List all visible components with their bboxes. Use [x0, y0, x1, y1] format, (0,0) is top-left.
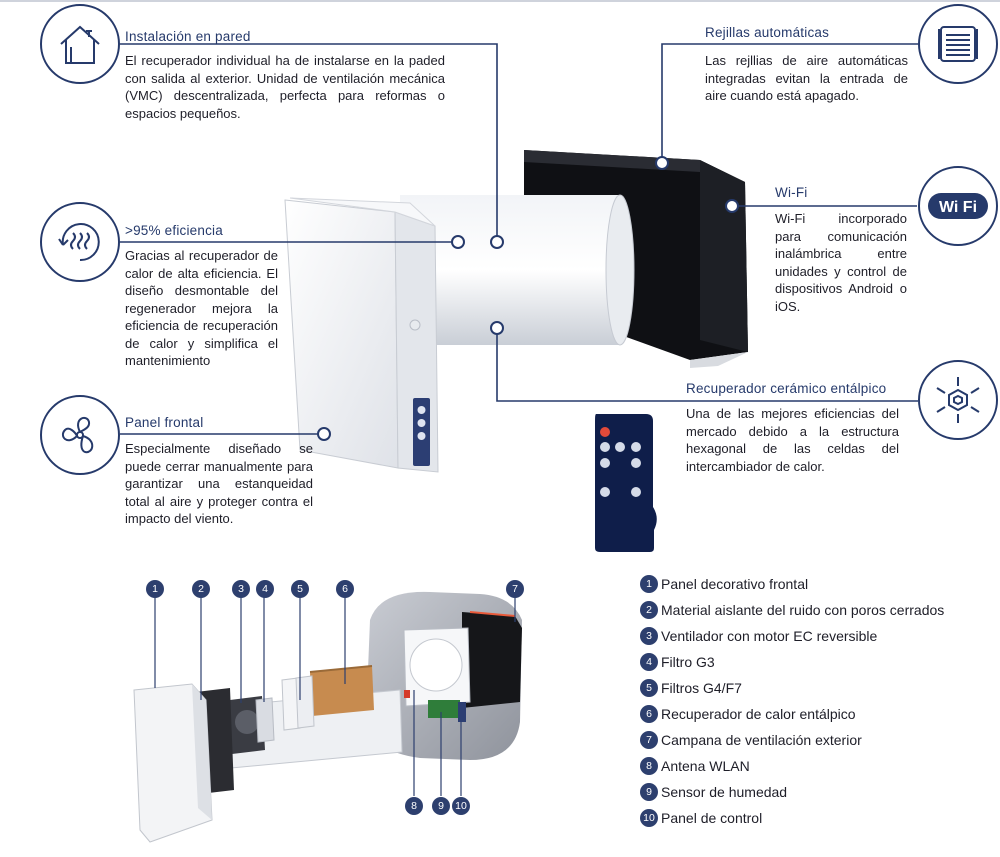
exploded-diagram — [133, 591, 522, 843]
legend-number: 2 — [640, 601, 658, 619]
grilles-text: Las rejllias de aire automáticas integra… — [705, 53, 908, 103]
diagram-badge-4: 4 — [256, 580, 274, 598]
legend-number: 1 — [640, 575, 658, 593]
ceramic-text: Una de las mejores eficiencias del merca… — [686, 406, 899, 474]
wifi-title: Wi-Fi — [775, 185, 808, 200]
legend-label: Antena WLAN — [661, 758, 750, 774]
diagram-badge-1: 1 — [146, 580, 164, 598]
legend-item: 4 Filtro G3 — [640, 652, 715, 672]
wifi-icon: Wi Fi — [918, 166, 998, 246]
legend-number: 9 — [640, 783, 658, 801]
panel-marker — [317, 427, 331, 441]
wall-marker — [490, 235, 504, 249]
legend-label: Panel decorativo frontal — [661, 576, 809, 592]
legend-item: 2 Material aislante del ruido con poros … — [640, 600, 944, 620]
legend-label: Recuperador de calor entálpico — [661, 706, 856, 722]
duct-tube — [400, 194, 635, 346]
wifi-icon-label: Wi Fi — [939, 199, 977, 216]
diagram-badge-6: 6 — [336, 580, 354, 598]
legend-item: 9 Sensor de humedad — [640, 782, 787, 802]
legend-number: 6 — [640, 705, 658, 723]
panel-text: Especialmente diseñado se puede cerrar m… — [125, 441, 313, 526]
legend-label: Ventilador con motor EC reversible — [661, 628, 878, 644]
legend-number: 4 — [640, 653, 658, 671]
wifi-marker — [725, 199, 739, 213]
remote-control — [595, 414, 657, 552]
legend-item: 1 Panel decorativo frontal — [640, 574, 808, 594]
grilles-title: Rejillas automáticas — [705, 25, 830, 40]
legend-item: 7 Campana de ventilación exterior — [640, 730, 862, 750]
front-panel — [284, 197, 439, 473]
efficiency-title: >95% eficiencia — [125, 223, 223, 238]
legend-label: Material aislante del ruido con poros ce… — [661, 602, 945, 618]
legend-label: Filtros G4/F7 — [661, 680, 742, 696]
diagram-badge-8: 8 — [405, 797, 423, 815]
wall-text: El recuperador individual ha de instalar… — [125, 53, 445, 121]
legend-label: Campana de ventilación exterior — [661, 732, 862, 748]
panel-title: Panel frontal — [125, 415, 204, 430]
legend-item: 5 Filtros G4/F7 — [640, 678, 742, 698]
grille-icon — [918, 4, 998, 84]
legend-number: 8 — [640, 757, 658, 775]
wifi-text: Wi-Fi incorporado para comunicación inal… — [775, 211, 907, 314]
diagram-badge-2: 2 — [192, 580, 210, 598]
diagram-badge-9: 9 — [432, 797, 450, 815]
top-divider — [0, 0, 1000, 2]
legend-item: 3 Ventilador con motor EC reversible — [640, 626, 877, 646]
legend-number: 5 — [640, 679, 658, 697]
fan-icon — [40, 395, 120, 475]
legend-number: 10 — [640, 809, 658, 827]
legend-number: 3 — [640, 627, 658, 645]
house-icon — [40, 4, 120, 84]
grilles-marker — [655, 156, 669, 170]
ceramic-title: Recuperador cerámico entálpico — [686, 381, 887, 396]
legend-item: 10 Panel de control — [640, 808, 762, 828]
ceramic-marker — [490, 321, 504, 335]
legend-item: 8 Antena WLAN — [640, 756, 750, 776]
wall-title: Instalación en pared — [125, 29, 251, 44]
legend-label: Sensor de humedad — [661, 784, 788, 800]
hexagon-cell-icon — [918, 360, 998, 440]
legend-number: 7 — [640, 731, 658, 749]
efficiency-marker — [451, 235, 465, 249]
legend-item: 6 Recuperador de calor entálpico — [640, 704, 856, 724]
heat-cycle-icon — [40, 202, 120, 282]
diagram-badge-3: 3 — [232, 580, 250, 598]
efficiency-text: Gracias al recuperador de calor de alta … — [125, 248, 278, 368]
diagram-badge-10: 10 — [452, 797, 470, 815]
legend-label: Panel de control — [661, 810, 763, 826]
diagram-badge-7: 7 — [506, 580, 524, 598]
diagram-badge-5: 5 — [291, 580, 309, 598]
legend-label: Filtro G3 — [661, 654, 715, 670]
